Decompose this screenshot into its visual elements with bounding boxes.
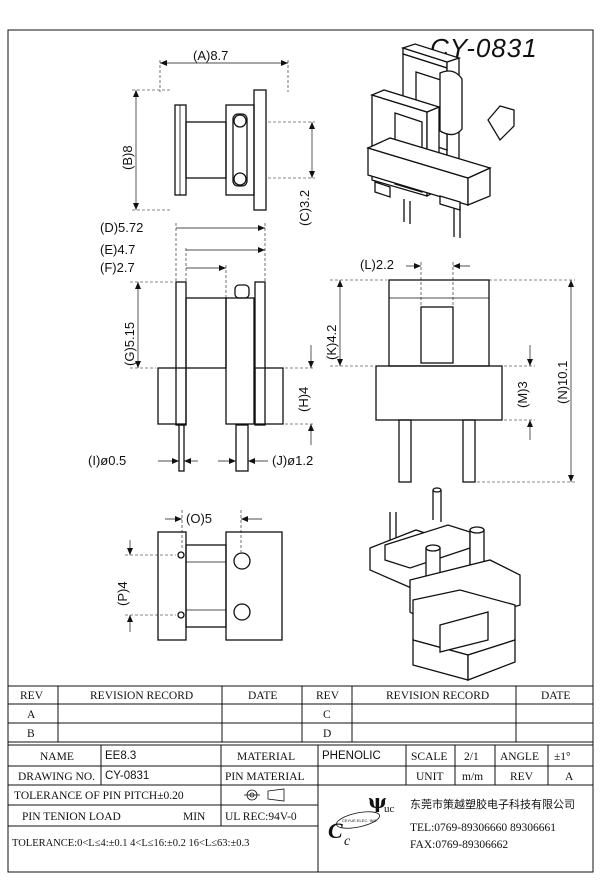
rev-header-left: REV (20, 690, 44, 702)
dim-j: (J)ø1.2 (272, 453, 313, 468)
dim-n: (N)10.1 (555, 361, 570, 404)
company-fax: FAX:0769-89306662 (410, 839, 508, 851)
company-logo: CEYUE ELEC. INC. C c ψ uc (328, 789, 395, 849)
min-label: MIN (183, 811, 206, 823)
unit-label: UNIT (416, 771, 443, 783)
date-header-left: DATE (248, 690, 277, 702)
company-tel: TEL:0769-89306660 89306661 (410, 822, 556, 834)
rev-header-right: REV (316, 690, 340, 702)
dim-o: (O)5 (186, 511, 212, 526)
record-header-left: REVISION RECORD (90, 690, 193, 702)
scale-value: 2/1 (464, 751, 479, 763)
dim-g: (G)5.15 (122, 322, 137, 366)
dim-d: (D)5.72 (100, 220, 143, 235)
dim-f: (F)2.7 (100, 260, 135, 275)
dim-m: (M)3 (515, 381, 530, 408)
rev-row-a: A (27, 709, 36, 721)
revision-table: REV REVISION RECORD DATE REV REVISION RE… (7, 685, 594, 743)
rev-value: A (565, 771, 574, 783)
unit-value: m/m (462, 771, 483, 783)
ul-rec: UL REC:94V-0 (225, 811, 297, 823)
record-header-right: REVISION RECORD (386, 690, 489, 702)
front-view: (D)5.72 (E)4.7 (F)2.7 (G)5.15 (H)4 (I)ø0… (88, 220, 315, 472)
logo-ring-text: CEYUE ELEC. INC. (342, 818, 378, 823)
projection-symbol (244, 788, 285, 802)
rev-row-d: D (323, 728, 331, 740)
dim-c: (C)3.2 (297, 190, 312, 226)
dim-i: (I)ø0.5 (88, 453, 126, 468)
dim-a: (A)8.7 (193, 48, 228, 63)
logo-uc: uc (384, 803, 395, 815)
name-label: NAME (40, 751, 74, 763)
material-label: MATERIAL (237, 751, 295, 763)
angle-value: ±1° (554, 751, 571, 763)
sheet-border (7, 29, 594, 873)
dim-l: (L)2.2 (360, 257, 394, 272)
material-value: PHENOLIC (322, 750, 381, 762)
side-view: (L)2.2 (K)4.2 (M)3 (N)10.1 (324, 257, 575, 483)
name-value: EE8.3 (105, 750, 136, 762)
drawing-no-label: DRAWING NO. (18, 771, 95, 783)
dim-e: (E)4.7 (100, 242, 135, 257)
logo-letter-c2: c (344, 834, 351, 849)
isometric-view-top (366, 43, 515, 238)
rev-row-c: C (323, 709, 331, 721)
rev-row-b: B (27, 728, 35, 740)
title-block: NAME EE8.3 MATERIAL PHENOLIC SCALE 2/1 A… (7, 744, 594, 873)
drawing-no-value: CY-0831 (105, 770, 149, 782)
rev-label: REV (510, 771, 534, 783)
dim-b: (B)8 (120, 145, 135, 170)
pin-material-label: PIN MATERIAL (225, 771, 305, 783)
logo-psi: ψ (368, 789, 387, 813)
scale-label: SCALE (411, 751, 447, 763)
tolerance-general: TOLERANCE:0<L≤4:±0.1 4<L≤16:±0.2 16<L≤63… (12, 838, 249, 849)
dim-p: (P)4 (115, 581, 130, 606)
tolerance-pitch: TOLERANCE OF PIN PITCH±0.20 (14, 790, 184, 802)
company-name: 东莞市策越塑胶电子科技有限公司 (410, 797, 575, 811)
top-view: (A)8.7 (B)8 (C)3.2 (120, 48, 315, 226)
angle-label: ANGLE (500, 751, 539, 763)
date-header-right: DATE (541, 690, 570, 702)
bottom-view: (O)5 (P)4 (115, 510, 283, 641)
dim-h: (H)4 (296, 387, 311, 412)
logo-letter-c1: C (328, 818, 343, 843)
dim-k: (K)4.2 (324, 325, 339, 360)
isometric-view-bottom (369, 487, 521, 681)
pin-tension-label: PIN TENION LOAD (22, 811, 121, 823)
